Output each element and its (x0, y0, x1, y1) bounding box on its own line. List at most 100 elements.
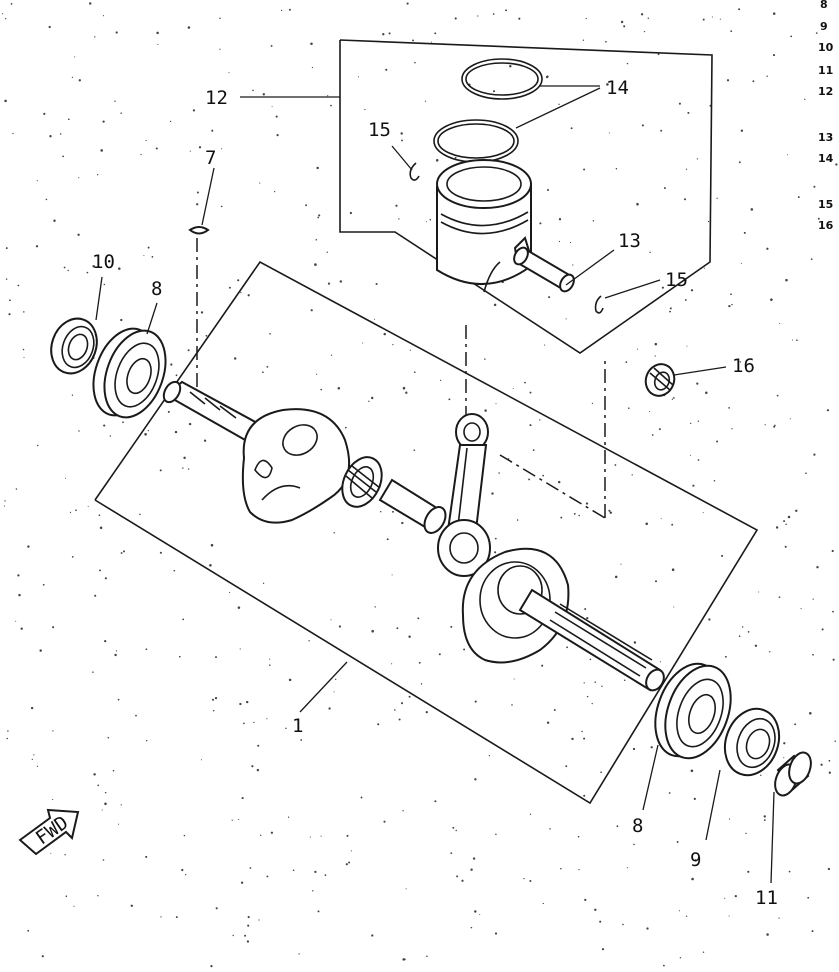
speckle (346, 834, 349, 837)
spacer-collar (774, 751, 812, 797)
speckle (228, 286, 231, 289)
speckle (577, 835, 580, 838)
speckle (528, 478, 531, 481)
speckle (626, 867, 628, 869)
speckle (654, 355, 656, 357)
speckle (122, 421, 124, 424)
speckle (20, 627, 23, 630)
speckle (690, 422, 692, 425)
speckle (730, 30, 733, 32)
speckle (671, 523, 674, 526)
speckle (779, 322, 781, 325)
speckle (145, 739, 148, 742)
speckle (414, 371, 416, 374)
speckle (730, 293, 732, 296)
speckle (104, 577, 107, 580)
speckle (30, 706, 34, 710)
speckle (43, 112, 46, 115)
speckle (694, 859, 697, 862)
speckle (350, 850, 352, 852)
speckle (511, 704, 513, 706)
speckle (796, 339, 798, 342)
speckle (455, 829, 457, 832)
speckle (187, 26, 191, 29)
speckle (529, 880, 532, 882)
speckle (668, 792, 671, 794)
speckle (645, 522, 648, 526)
speckle (620, 563, 622, 565)
speckle (452, 826, 455, 829)
speckle (237, 279, 240, 282)
speckle (691, 877, 694, 881)
speckle (170, 363, 173, 366)
speckle (52, 799, 54, 801)
speckle (42, 583, 45, 586)
speckle (601, 685, 603, 688)
speckle (707, 220, 710, 223)
speckle (271, 106, 273, 108)
speckle (4, 500, 6, 502)
speckle (766, 75, 768, 77)
speckle (320, 835, 322, 837)
speckle (763, 815, 766, 818)
speckle (739, 361, 741, 363)
speckle (269, 658, 271, 660)
speckle (159, 469, 162, 472)
speckle (758, 591, 760, 593)
speckle (581, 730, 583, 733)
speckle (586, 616, 589, 620)
part-number-side-index: 8 9 10 11 12 13 14 15 16 (818, 0, 834, 232)
side-index-13: 13 (818, 131, 833, 144)
side-index-8: 8 (820, 0, 828, 11)
speckle (813, 185, 816, 188)
speckle (592, 220, 595, 222)
speckle (182, 618, 185, 621)
speckle (585, 502, 589, 505)
speckle (316, 166, 319, 170)
speckle (643, 31, 646, 33)
speckle (71, 76, 74, 79)
speckle (623, 25, 626, 28)
speckle (48, 25, 51, 29)
speckle (557, 480, 561, 484)
speckle (678, 910, 680, 912)
speckle (251, 765, 254, 768)
speckle (430, 41, 433, 43)
speckle (454, 156, 457, 159)
speckle (385, 68, 388, 71)
speckle (417, 617, 420, 620)
speckle (188, 422, 192, 426)
speckle (244, 934, 247, 937)
speckle (731, 303, 733, 306)
speckle (249, 867, 252, 869)
crank-assembly-frame (94, 260, 759, 805)
speckle (333, 691, 335, 693)
speckle (608, 509, 611, 512)
speckle (456, 875, 459, 878)
speckle (498, 472, 500, 474)
speckle (5, 247, 8, 250)
speckle (679, 957, 682, 959)
speckle (425, 710, 428, 714)
speckle (558, 240, 561, 243)
speckle (102, 859, 105, 861)
speckle (669, 307, 672, 310)
speckle (112, 769, 115, 772)
speckle (221, 148, 223, 150)
speckle (239, 648, 241, 650)
speckle (620, 20, 624, 24)
speckle (532, 449, 535, 451)
speckle (784, 545, 787, 548)
speckle (63, 266, 66, 269)
callout-9: 9 (690, 849, 701, 871)
speckle (731, 428, 733, 430)
speckle (12, 132, 14, 135)
speckle (724, 655, 727, 658)
speckle (145, 139, 147, 142)
speckle (394, 709, 396, 711)
speckle (156, 31, 159, 35)
speckle (78, 79, 81, 82)
speckle (22, 348, 25, 351)
speckle (120, 112, 122, 114)
